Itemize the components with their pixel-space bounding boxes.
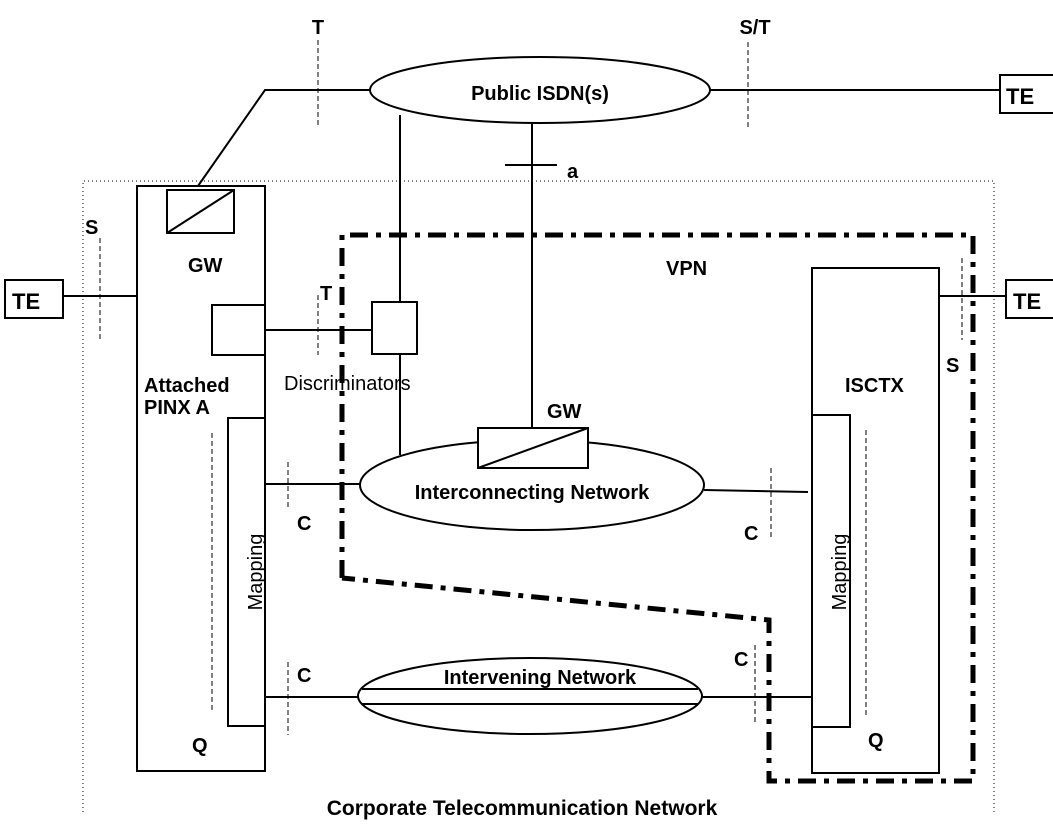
ref-st: S/T [739, 17, 770, 39]
public-isdn-label: Public ISDN(s) [471, 83, 609, 105]
pinx-discriminator-box [211, 304, 266, 356]
q-left: Q [192, 735, 208, 757]
ref-c-right-upper: C [744, 523, 758, 545]
pinx-gateway-diagonal [166, 189, 235, 234]
ref-c-right-lower: C [734, 649, 748, 671]
pinx-to-isdn-line [197, 89, 370, 187]
attached-pinx-label-line1: Attached [144, 375, 230, 397]
interconnect-to-isctx-line [703, 489, 809, 493]
ref-s-right: S [946, 355, 959, 377]
interconnecting-network-label: Interconnecting Network [415, 482, 650, 504]
te-left-label: TE [12, 289, 40, 314]
mapping-right-label: Mapping [829, 534, 851, 611]
gw-pinx-label: GW [188, 255, 223, 277]
interconnect-gateway-diagonal [477, 427, 589, 469]
ref-t-top: T [312, 17, 324, 39]
mapping-left-label: Mapping [245, 534, 267, 611]
mapping-left-box [227, 417, 266, 727]
gw-interconnect-label: GW [547, 401, 582, 423]
attached-pinx-label-line2: PINX A [144, 397, 210, 419]
vpn-label: VPN [666, 258, 707, 280]
ref-c-left-lower: C [297, 665, 311, 687]
network-discriminator-box [371, 301, 418, 355]
ref-s-left: S [85, 217, 98, 239]
te-terminal-right [1005, 279, 1053, 319]
isctx-label: ISCTX [845, 375, 905, 397]
discriminators-label: Discriminators [284, 373, 411, 395]
te-terminal-top-right [999, 74, 1053, 114]
te-top-right-label: TE [1006, 84, 1034, 109]
intervening-network-label: Intervening Network [444, 667, 637, 689]
vpn-boundary [339, 232, 976, 784]
te-right-label: TE [1013, 289, 1041, 314]
ref-point-a: a [567, 161, 579, 183]
ref-c-left-upper: C [297, 513, 311, 535]
corporate-network-label: Corporate Telecommunication Network [327, 797, 718, 820]
mapping-right-box [811, 414, 851, 728]
te-terminal-left [4, 279, 64, 319]
ref-t-mid: T [320, 283, 332, 305]
q-right: Q [868, 730, 884, 752]
